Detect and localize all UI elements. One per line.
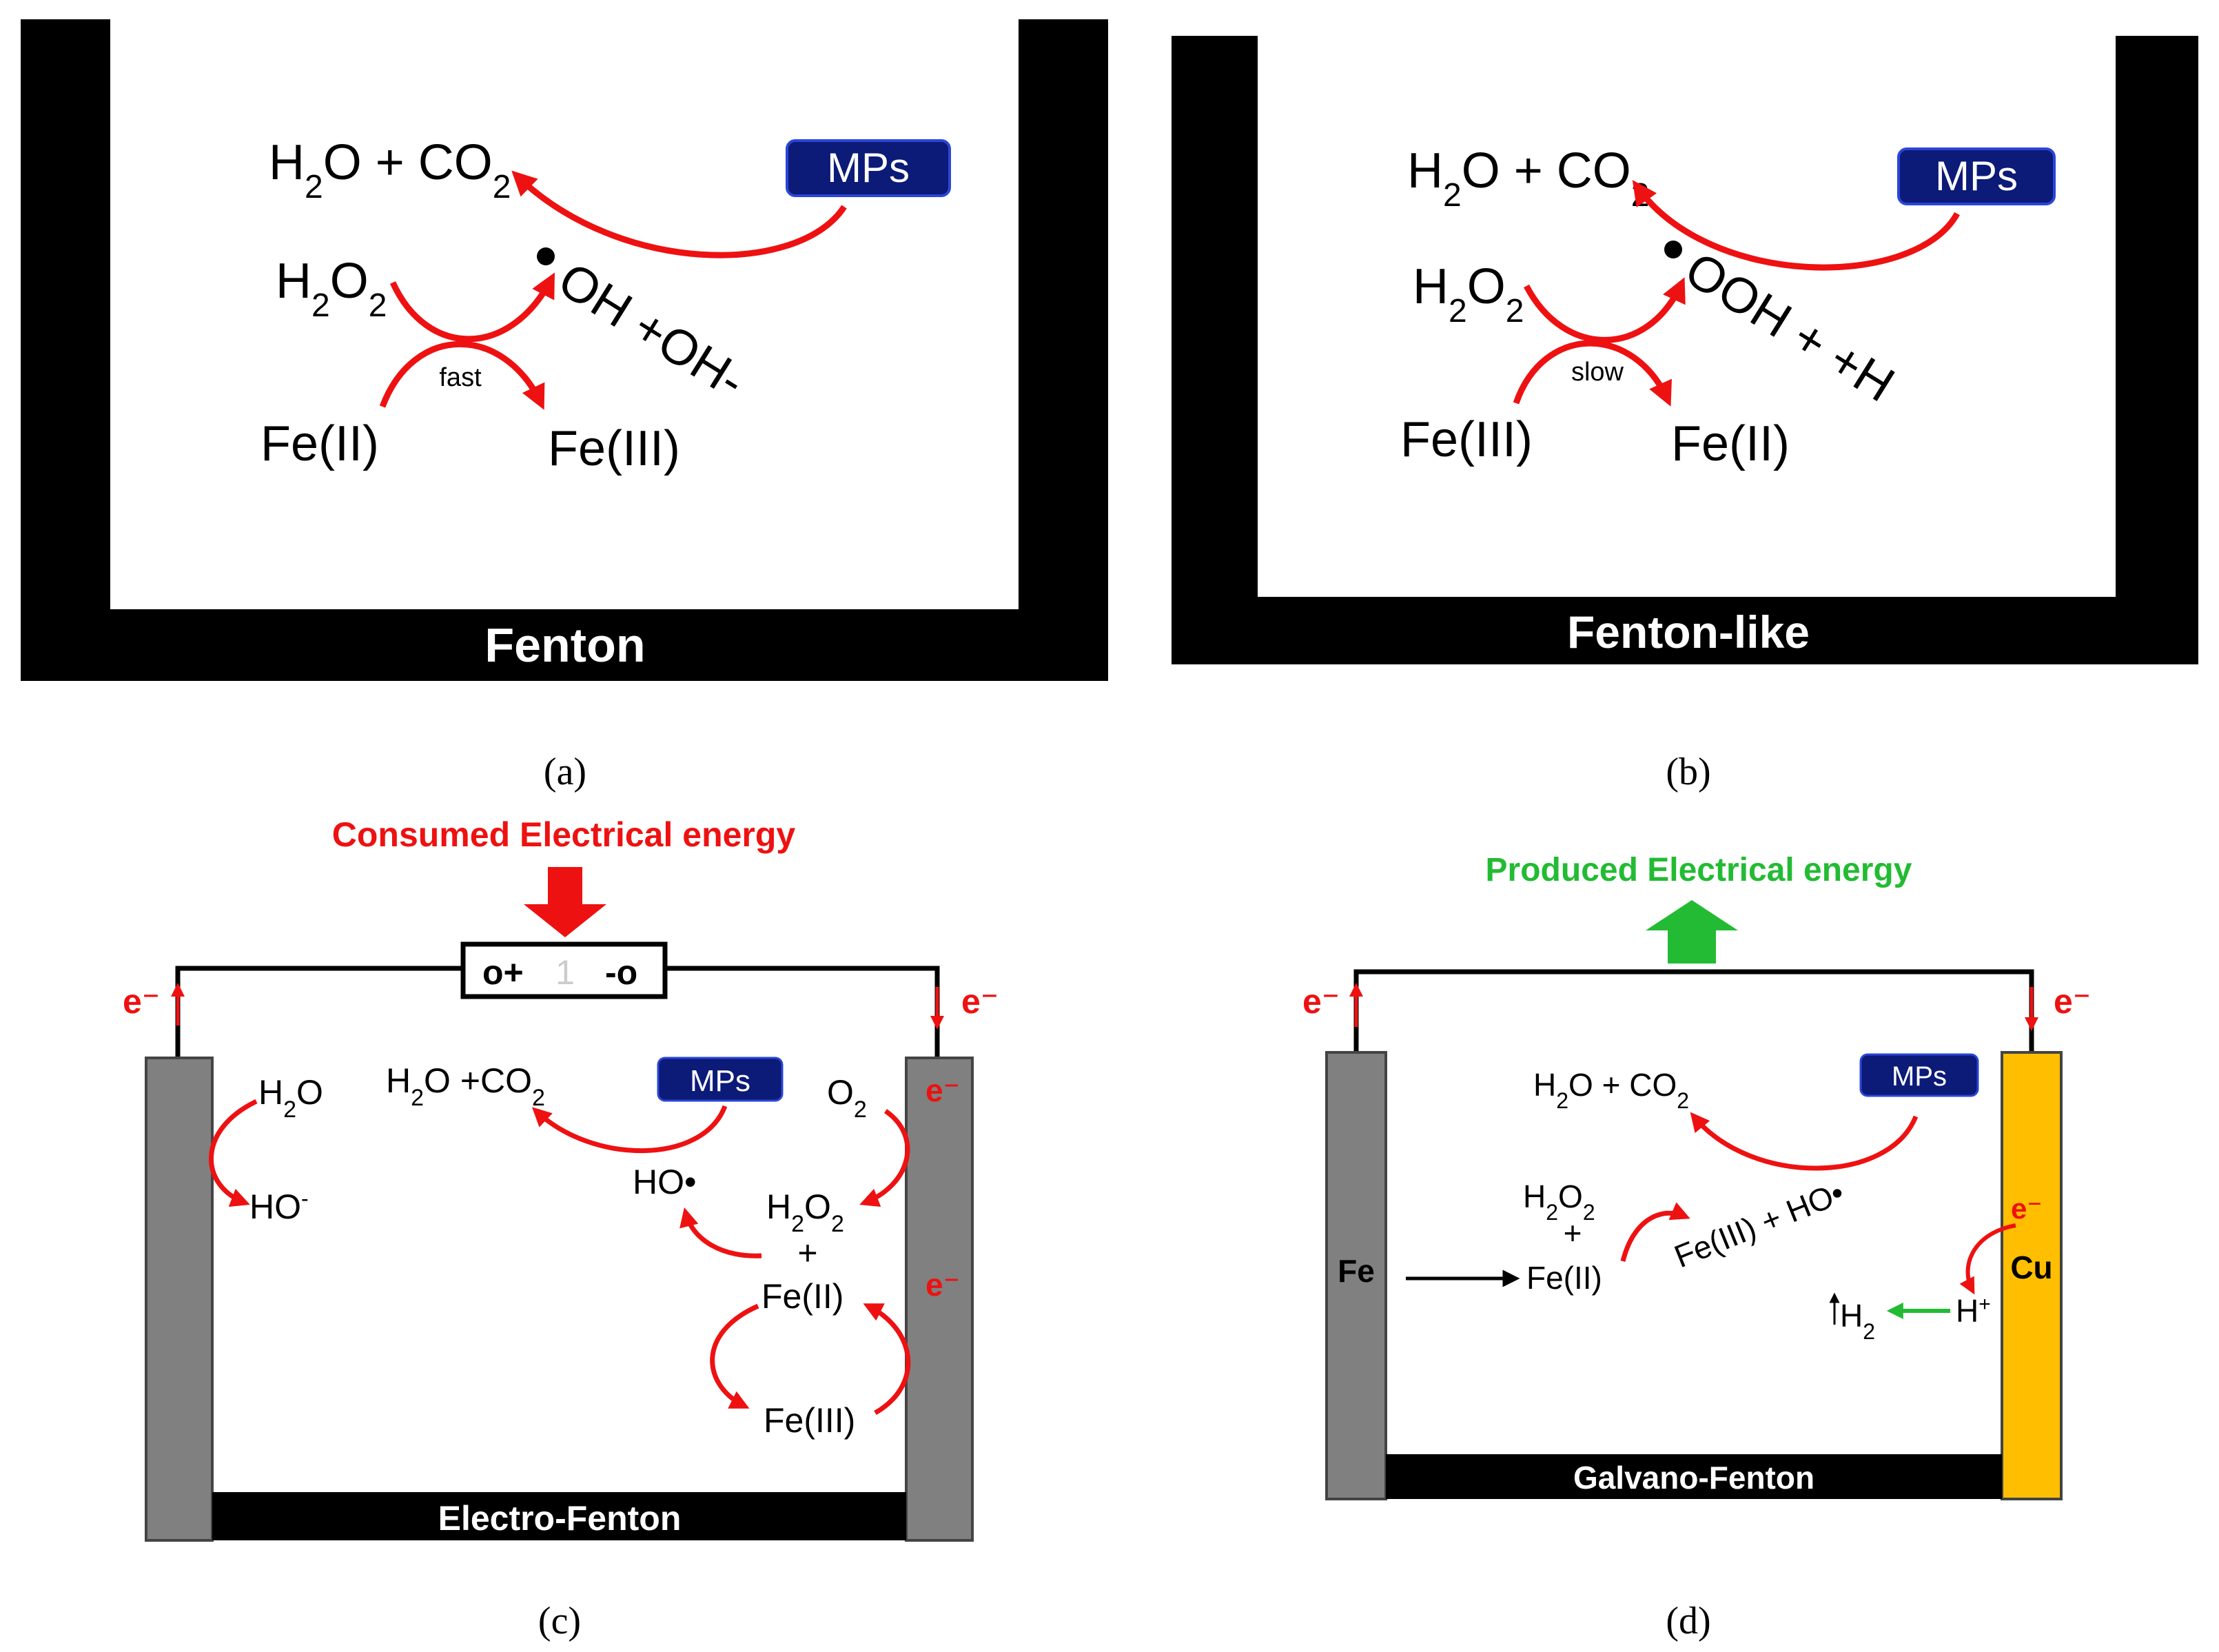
panel-title: Fenton [484, 618, 645, 672]
h2o2-label: H2O2 [766, 1187, 844, 1237]
electron-label-left: e⁻ [123, 982, 160, 1021]
h2o2-label: H2O2 [276, 254, 387, 324]
fe3-radical-label: Fe(III) + HO• [1669, 1174, 1849, 1275]
fe3-label: Fe(III) [548, 421, 680, 476]
panel-d: Produced Electrical energy e⁻ e⁻ Galvano… [1302, 852, 2091, 1500]
degradation-arrow [531, 1105, 728, 1154]
h2o2-to-radical-arrow [1524, 277, 1686, 343]
products-label: H2O + CO2 [1407, 143, 1649, 214]
energy-arrow-down [524, 867, 606, 937]
plus-sign: + [797, 1234, 817, 1272]
fe3-label: Fe(III) [1400, 412, 1533, 467]
mps-badge [1859, 1053, 1979, 1097]
reactor-base [110, 609, 1020, 681]
caption-d: (d) [1666, 1600, 1710, 1642]
h2o2-label: H2O2 [1413, 259, 1524, 329]
power-minus: -o [605, 953, 637, 992]
reactor-left-wall [1172, 36, 1258, 664]
anode-electrode [145, 1057, 214, 1542]
radical-label: OH +OH- [549, 252, 755, 409]
electron-transfer-arrow [1959, 1223, 2016, 1295]
fe3-to-fe2-arrow [1513, 340, 1672, 407]
cathode-electrode [905, 1057, 974, 1542]
electron-label-cu: e⁻ [2011, 1192, 2043, 1225]
reactor-left-wall [21, 19, 110, 681]
fe-electrode-label: Fe [1338, 1253, 1375, 1289]
caption-b: (b) [1666, 751, 1710, 793]
fe2-label: Fe(II) [1526, 1260, 1602, 1296]
power-plus: o+ [482, 953, 524, 992]
panel-title: Electro-Fenton [438, 1499, 682, 1538]
reactor-right-wall [2116, 36, 2198, 664]
water-oxidation-arrow [209, 1099, 258, 1207]
fe2-to-fe3-arrow [379, 340, 545, 410]
cell-base [212, 1492, 906, 1540]
panel-title: Galvano-Fenton [1573, 1460, 1814, 1496]
panel-title: Fenton-like [1567, 606, 1810, 657]
fe3-label: Fe(III) [764, 1401, 855, 1440]
electron-label-right: e⁻ [961, 982, 999, 1021]
degradation-arrow [1632, 180, 1960, 271]
panel-a: Fenton H2O + CO2 MPs H2O2 OH +OH- fast F… [21, 19, 1108, 681]
cu-cathode [2001, 1051, 2063, 1500]
rate-label: fast [439, 363, 482, 392]
products-label: H2O +CO2 [386, 1061, 545, 1111]
power-supply [460, 941, 668, 999]
wire-right [665, 966, 940, 1058]
panel-c: Consumed Electrical energy o+ 1 -o e⁻ e⁻… [123, 815, 999, 1542]
fe2-oxidation-arrow [710, 1303, 759, 1409]
h2o2-to-radical-arrow [389, 272, 555, 343]
panel-b: Fenton-like H2O + CO2 MPs H2O2 OOH + +H … [1172, 36, 2198, 664]
radical-formation-arrow [679, 1207, 762, 1258]
fe-anode [1325, 1051, 1387, 1500]
h2o2-label: H2O2 [1523, 1179, 1595, 1225]
energy-label: Produced Electrical energy [1486, 852, 1912, 888]
cell-base [1386, 1454, 2002, 1499]
fe2-label: Fe(II) [260, 416, 379, 471]
reactor-right-wall [1019, 19, 1108, 681]
reactor-base [1258, 597, 2116, 664]
radical-dot [537, 247, 555, 265]
caption-a: (a) [544, 751, 586, 793]
energy-arrow-up [1646, 900, 1738, 963]
mps-label: MPs [1892, 1061, 1947, 1092]
wire [1353, 969, 2034, 1052]
o2-label: O2 [827, 1073, 867, 1123]
electron-label-left: e⁻ [1302, 982, 1340, 1021]
caption-c: (c) [538, 1600, 581, 1642]
h2o-label: H2O [258, 1073, 323, 1123]
products-label: H2O + CO2 [1533, 1067, 1689, 1113]
mps-label: MPs [827, 145, 910, 191]
hominus-label: HO- [249, 1186, 309, 1226]
electron-label-o2: e⁻ [926, 1072, 960, 1108]
fe3-regeneration-arrow [863, 1303, 911, 1416]
energy-label: Consumed Electrical energy [332, 815, 796, 854]
mps-label: MPs [690, 1064, 750, 1098]
h2-label: H2 [1840, 1298, 1875, 1344]
fenton-reaction-arrow [1620, 1202, 1690, 1262]
electron-label-fe: e⁻ [926, 1267, 960, 1303]
fe2-label: Fe(II) [761, 1277, 843, 1316]
hplus-label: H+ [1956, 1293, 1991, 1329]
wire-left [175, 966, 463, 1058]
o2-reduction-arrow [859, 1109, 910, 1207]
mps-badge [1897, 147, 2056, 205]
mps-label: MPs [1935, 153, 2018, 199]
degradation-arrow [511, 170, 847, 258]
ho-radical-label: HO• [633, 1163, 697, 1201]
mps-badge [657, 1057, 784, 1102]
power-display: 1 [555, 953, 575, 992]
plus-sign: + [1564, 1215, 1582, 1251]
electron-label-right: e⁻ [2054, 982, 2091, 1021]
mps-badge [786, 139, 951, 197]
products-label: H2O + CO2 [269, 135, 511, 205]
degradation-arrow [1690, 1112, 1919, 1171]
rate-label: slow [1571, 358, 1624, 387]
radical-dot [1664, 241, 1682, 258]
fe2-label: Fe(II) [1671, 416, 1790, 471]
cu-electrode-label: Cu [2010, 1250, 2052, 1285]
